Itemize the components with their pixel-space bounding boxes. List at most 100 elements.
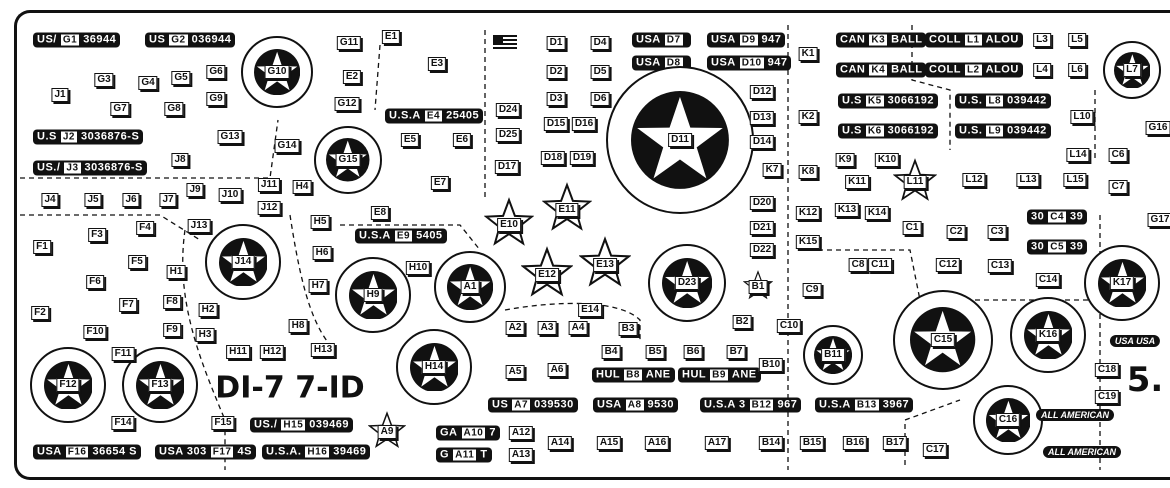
- decal-item[interactable]: B16: [842, 436, 868, 450]
- decal-item[interactable]: E3: [427, 57, 447, 71]
- decal-item[interactable]: L5: [1068, 33, 1086, 47]
- decal-item[interactable]: C2: [946, 225, 966, 239]
- decal-item[interactable]: K14: [864, 206, 890, 220]
- decal-item[interactable]: J8: [171, 153, 189, 167]
- decal-item[interactable]: D18: [540, 151, 566, 165]
- decal-item[interactable]: C13: [987, 259, 1013, 273]
- decal-item[interactable]: H6: [312, 246, 332, 260]
- decal-item[interactable]: K12: [795, 206, 821, 220]
- star-roundel-decal[interactable]: C15: [893, 290, 993, 390]
- decal-item[interactable]: J13: [187, 219, 211, 233]
- decal-item[interactable]: C19: [1094, 390, 1120, 404]
- decal-item[interactable]: A17: [704, 436, 730, 450]
- star-roundel-decal[interactable]: F12: [30, 347, 106, 423]
- decal-item[interactable]: E2: [342, 70, 362, 84]
- star-roundel-decal[interactable]: L7: [1103, 41, 1161, 99]
- decal-item[interactable]: C3: [987, 225, 1007, 239]
- star-roundel-decal[interactable]: D11: [606, 66, 754, 214]
- decal-item[interactable]: G6: [206, 65, 226, 79]
- star-outline-decal[interactable]: E12: [520, 246, 574, 298]
- decal-item[interactable]: F2: [31, 306, 49, 320]
- decal-item[interactable]: D6: [590, 92, 610, 106]
- star-outline-decal[interactable]: E10: [483, 197, 535, 247]
- decal-item[interactable]: E14: [578, 303, 602, 317]
- star-roundel-decal[interactable]: G15: [314, 126, 382, 194]
- decal-item[interactable]: H1: [166, 265, 186, 279]
- decal-item[interactable]: G8: [164, 102, 184, 116]
- decal-item[interactable]: F9: [163, 323, 181, 337]
- decal-item[interactable]: D25: [495, 128, 521, 142]
- decal-item[interactable]: D22: [749, 243, 775, 257]
- decal-item[interactable]: A6: [547, 363, 567, 377]
- decal-item[interactable]: C12: [935, 258, 961, 272]
- star-roundel-decal[interactable]: C16: [973, 385, 1043, 455]
- decal-item[interactable]: D16: [571, 117, 597, 131]
- decal-item[interactable]: F1: [33, 240, 51, 254]
- decal-item[interactable]: G12: [334, 97, 360, 111]
- decal-item[interactable]: A12: [508, 426, 534, 440]
- decal-item[interactable]: F14: [111, 416, 135, 430]
- decal-item[interactable]: A16: [644, 436, 670, 450]
- decal-item[interactable]: H5: [310, 215, 330, 229]
- decal-item[interactable]: E7: [430, 176, 450, 190]
- decal-item[interactable]: L6: [1068, 63, 1086, 77]
- decal-item[interactable]: F4: [136, 221, 154, 235]
- decal-item[interactable]: L13: [1016, 173, 1040, 187]
- decal-item[interactable]: H3: [195, 328, 215, 342]
- star-outline-decal[interactable]: A9: [367, 411, 407, 449]
- decal-item[interactable]: B6: [683, 345, 703, 359]
- star-outline-decal[interactable]: B1: [742, 270, 774, 300]
- decal-item[interactable]: A14: [547, 436, 573, 450]
- decal-item[interactable]: H2: [198, 303, 218, 317]
- decal-item[interactable]: D3: [546, 92, 566, 106]
- decal-item[interactable]: C9: [802, 283, 822, 297]
- decal-item[interactable]: E6: [452, 133, 472, 147]
- decal-item[interactable]: E8: [370, 206, 390, 220]
- decal-item[interactable]: G7: [110, 102, 130, 116]
- star-roundel-decal[interactable]: H9: [335, 257, 411, 333]
- decal-item[interactable]: J12: [257, 201, 281, 215]
- star-outline-decal[interactable]: E13: [578, 236, 632, 288]
- decal-item[interactable]: J4: [41, 193, 59, 207]
- decal-item[interactable]: C1: [902, 221, 922, 235]
- decal-item[interactable]: D4: [590, 36, 610, 50]
- decal-item[interactable]: G3: [94, 73, 114, 87]
- decal-item[interactable]: G9: [206, 92, 226, 106]
- decal-item[interactable]: D15: [543, 117, 569, 131]
- decal-item[interactable]: D21: [749, 221, 775, 235]
- decal-item[interactable]: A15: [596, 436, 622, 450]
- decal-item[interactable]: D19: [569, 151, 595, 165]
- decal-item[interactable]: F10: [83, 325, 107, 339]
- decal-item[interactable]: F3: [88, 228, 106, 242]
- decal-item[interactable]: B7: [726, 345, 746, 359]
- star-roundel-decal[interactable]: F13: [122, 347, 198, 423]
- decal-item[interactable]: E5: [400, 133, 420, 147]
- decal-item[interactable]: D1: [546, 36, 566, 50]
- decal-item[interactable]: E1: [381, 30, 401, 44]
- decal-item[interactable]: D5: [590, 65, 610, 79]
- decal-item[interactable]: C10: [776, 319, 802, 333]
- decal-item[interactable]: L4: [1033, 63, 1051, 77]
- decal-item[interactable]: H12: [259, 345, 285, 359]
- star-roundel-decal[interactable]: K17: [1084, 245, 1160, 321]
- decal-item[interactable]: B3: [618, 322, 638, 336]
- decal-item[interactable]: K13: [834, 203, 860, 217]
- decal-item[interactable]: L14: [1066, 148, 1090, 162]
- decal-item[interactable]: B2: [732, 315, 752, 329]
- decal-item[interactable]: L10: [1070, 110, 1094, 124]
- decal-item[interactable]: L3: [1033, 33, 1051, 47]
- decal-item[interactable]: C6: [1108, 148, 1128, 162]
